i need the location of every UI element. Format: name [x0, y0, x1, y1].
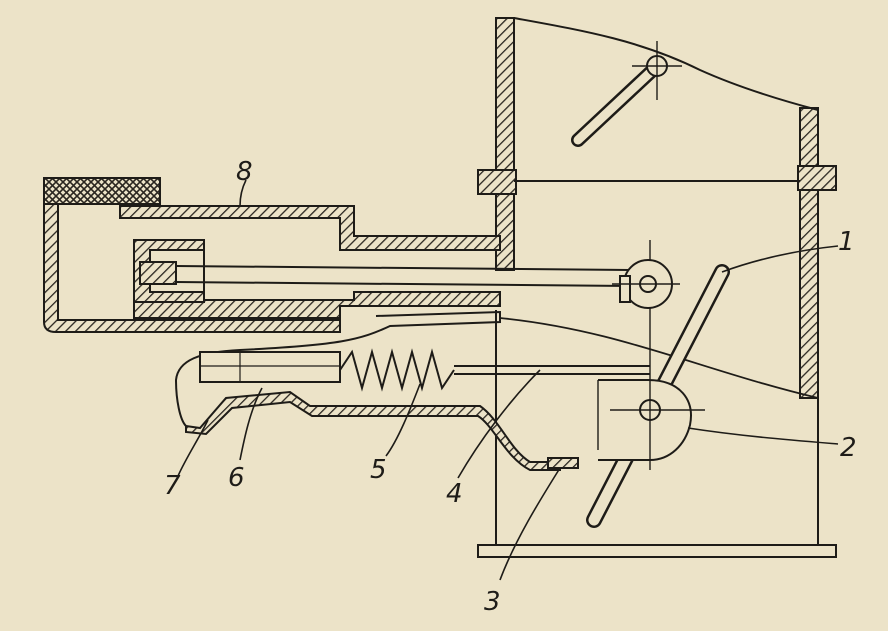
lever-mechanism	[586, 240, 730, 528]
duct-left-wall-upper	[495, 17, 515, 271]
break-line-top	[513, 17, 819, 111]
upper-damper	[571, 41, 682, 147]
cylinder-top-wall	[119, 205, 501, 251]
enclosure-shell	[43, 178, 341, 333]
bracket-plate	[185, 390, 561, 471]
duct-right-wall	[799, 107, 819, 399]
label-3: 3	[484, 587, 501, 617]
break-line-middle	[499, 317, 819, 399]
spring	[339, 348, 455, 392]
label-1: 1	[838, 227, 855, 257]
duct-flange-right	[797, 165, 837, 191]
stop-block	[547, 457, 579, 469]
label-7: 7	[164, 471, 181, 501]
pulley-arm	[598, 379, 692, 461]
part-labels: 1 2 3 4 5 6 7 8	[164, 157, 857, 617]
piston-rod-bottom	[175, 281, 631, 287]
piston-rod-top	[175, 265, 631, 271]
duct-base	[477, 544, 837, 558]
thermo-sensor	[199, 351, 341, 383]
leader-lines	[177, 179, 839, 581]
label-6: 6	[228, 463, 245, 493]
duct-flange-left	[477, 169, 517, 195]
cylinder-cap	[43, 177, 161, 205]
duct-housing	[477, 17, 837, 558]
label-2: 2	[840, 433, 857, 463]
thermal-element-housing	[174, 310, 650, 471]
label-5: 5	[370, 455, 387, 485]
label-8: 8	[236, 157, 253, 187]
cylinder-bottom-wall	[133, 291, 501, 319]
label-4: 4	[446, 479, 463, 509]
cylinder-assembly	[43, 177, 631, 333]
piston	[139, 261, 177, 285]
